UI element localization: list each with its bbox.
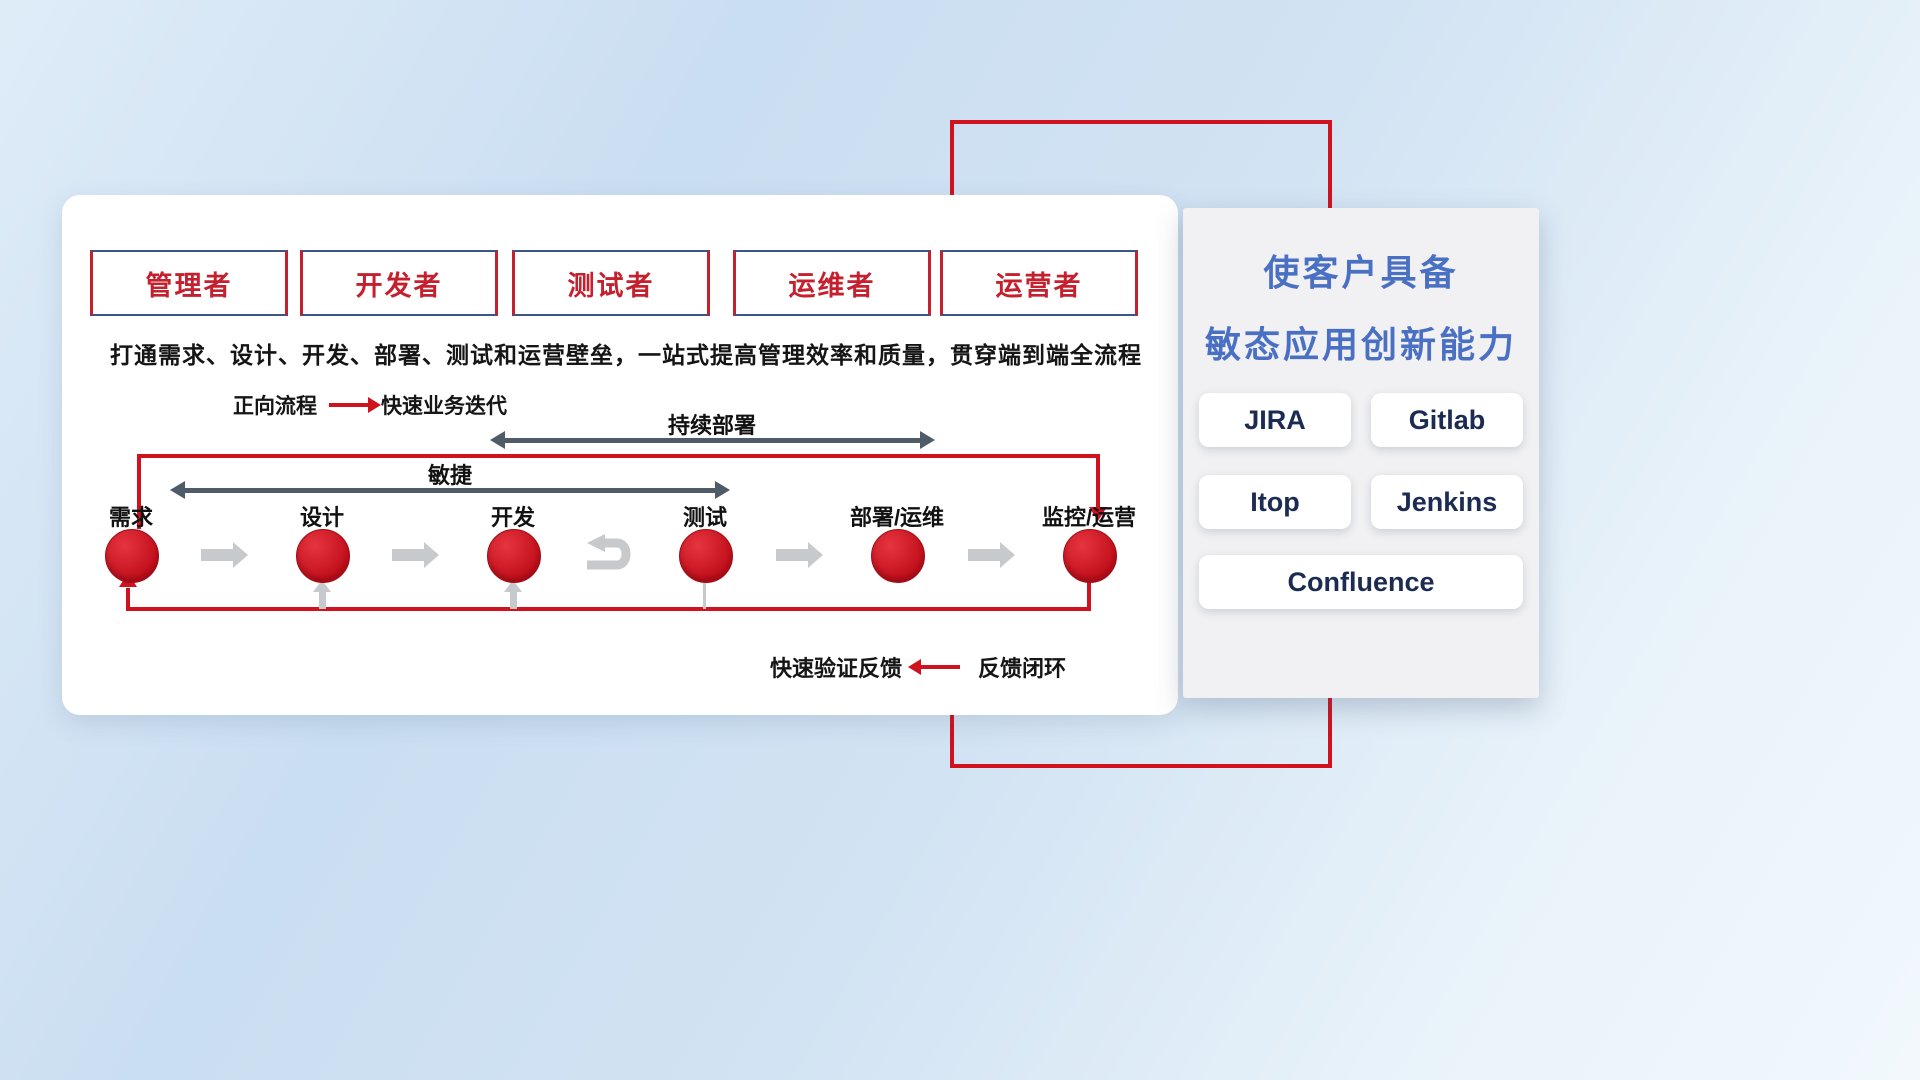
role-label: 测试者 (567, 270, 655, 301)
continuous-deploy-arrow (490, 431, 935, 449)
stage-label-requirements: 需求 (108, 505, 153, 530)
legend-feedback: 快速验证反馈 反馈闭环 (770, 651, 1066, 683)
tool-chip-confluence: Confluence (1199, 555, 1523, 609)
flow-arrow-icon (776, 542, 823, 568)
stage-label-deploy-ops: 部署/运维 (849, 505, 945, 530)
stage-label-testing: 测试 (682, 505, 727, 530)
role-box-developer: 开发者 (300, 250, 498, 316)
stage-node-deploy-ops (871, 529, 925, 583)
stage-node-design (296, 529, 350, 583)
flow-arrow-icon (201, 542, 248, 568)
forward-loop-top-line (140, 454, 1100, 458)
legend-feedback-label: 快速验证反馈 (770, 656, 903, 681)
legend-forward-label: 正向流程 (233, 395, 317, 418)
tool-chip-itop: Itop (1199, 475, 1351, 529)
role-box-manager: 管理者 (90, 250, 288, 316)
stage-node-testing (679, 529, 733, 583)
feedback-loop-left-line (126, 588, 130, 608)
tool-chip-jenkins: Jenkins (1371, 475, 1523, 529)
capability-panel: 使客户具备 敏态应用创新能力 JIRA Gitlab Itop Jenkins … (1183, 208, 1539, 698)
legend-forward: 正向流程 快速业务迭代 (233, 390, 507, 420)
stage-node-development (487, 529, 541, 583)
role-box-ops: 运维者 (733, 250, 931, 316)
role-label: 运维者 (788, 270, 876, 301)
panel-title-line1: 使客户具备 (1263, 252, 1459, 293)
iteration-loop-icon (587, 534, 631, 570)
stage-node-monitor-ops (1063, 529, 1117, 583)
forward-loop-right-line (1096, 454, 1100, 509)
continuous-deploy-label: 持续部署 (667, 413, 756, 438)
tool-chip-jira: JIRA (1199, 393, 1351, 447)
feedback-up-arrow-icon (313, 580, 331, 609)
feedback-arrow-icon (908, 659, 961, 675)
role-box-tester: 测试者 (512, 250, 710, 316)
testing-feedback-line (703, 583, 706, 609)
feedback-up-arrow-icon (504, 580, 522, 609)
flow-arrow-icon (392, 542, 439, 568)
stage-label-development: 开发 (490, 505, 535, 530)
flow-arrow-icon (968, 542, 1015, 568)
forward-arrow-icon (329, 397, 381, 413)
tool-chip-gitlab: Gitlab (1371, 393, 1523, 447)
agile-arrow (170, 481, 730, 499)
feedback-loop-bottom-line (126, 607, 1091, 611)
stage-label-monitor-ops: 监控/运营 (1041, 505, 1137, 530)
role-box-operator: 运营者 (940, 250, 1138, 316)
forward-loop-arrowhead-icon (1089, 507, 1107, 521)
stage-label-design: 设计 (299, 505, 344, 530)
legend-feedback-desc: 反馈闭环 (978, 656, 1067, 681)
panel-title-line2: 敏态应用创新能力 (1204, 324, 1517, 365)
forward-loop-left-line (137, 454, 141, 529)
role-label: 开发者 (355, 270, 443, 301)
legend-forward-desc: 快速业务迭代 (381, 395, 507, 418)
feedback-loop-right-line (1087, 582, 1091, 609)
stage-node-requirements (105, 529, 159, 583)
role-label: 管理者 (145, 270, 233, 301)
agile-label: 敏捷 (427, 463, 472, 488)
role-label: 运营者 (995, 270, 1083, 301)
process-subtitle: 打通需求、设计、开发、部署、测试和运营壁垒，一站式提高管理效率和质量，贯穿端到端… (110, 342, 1142, 368)
